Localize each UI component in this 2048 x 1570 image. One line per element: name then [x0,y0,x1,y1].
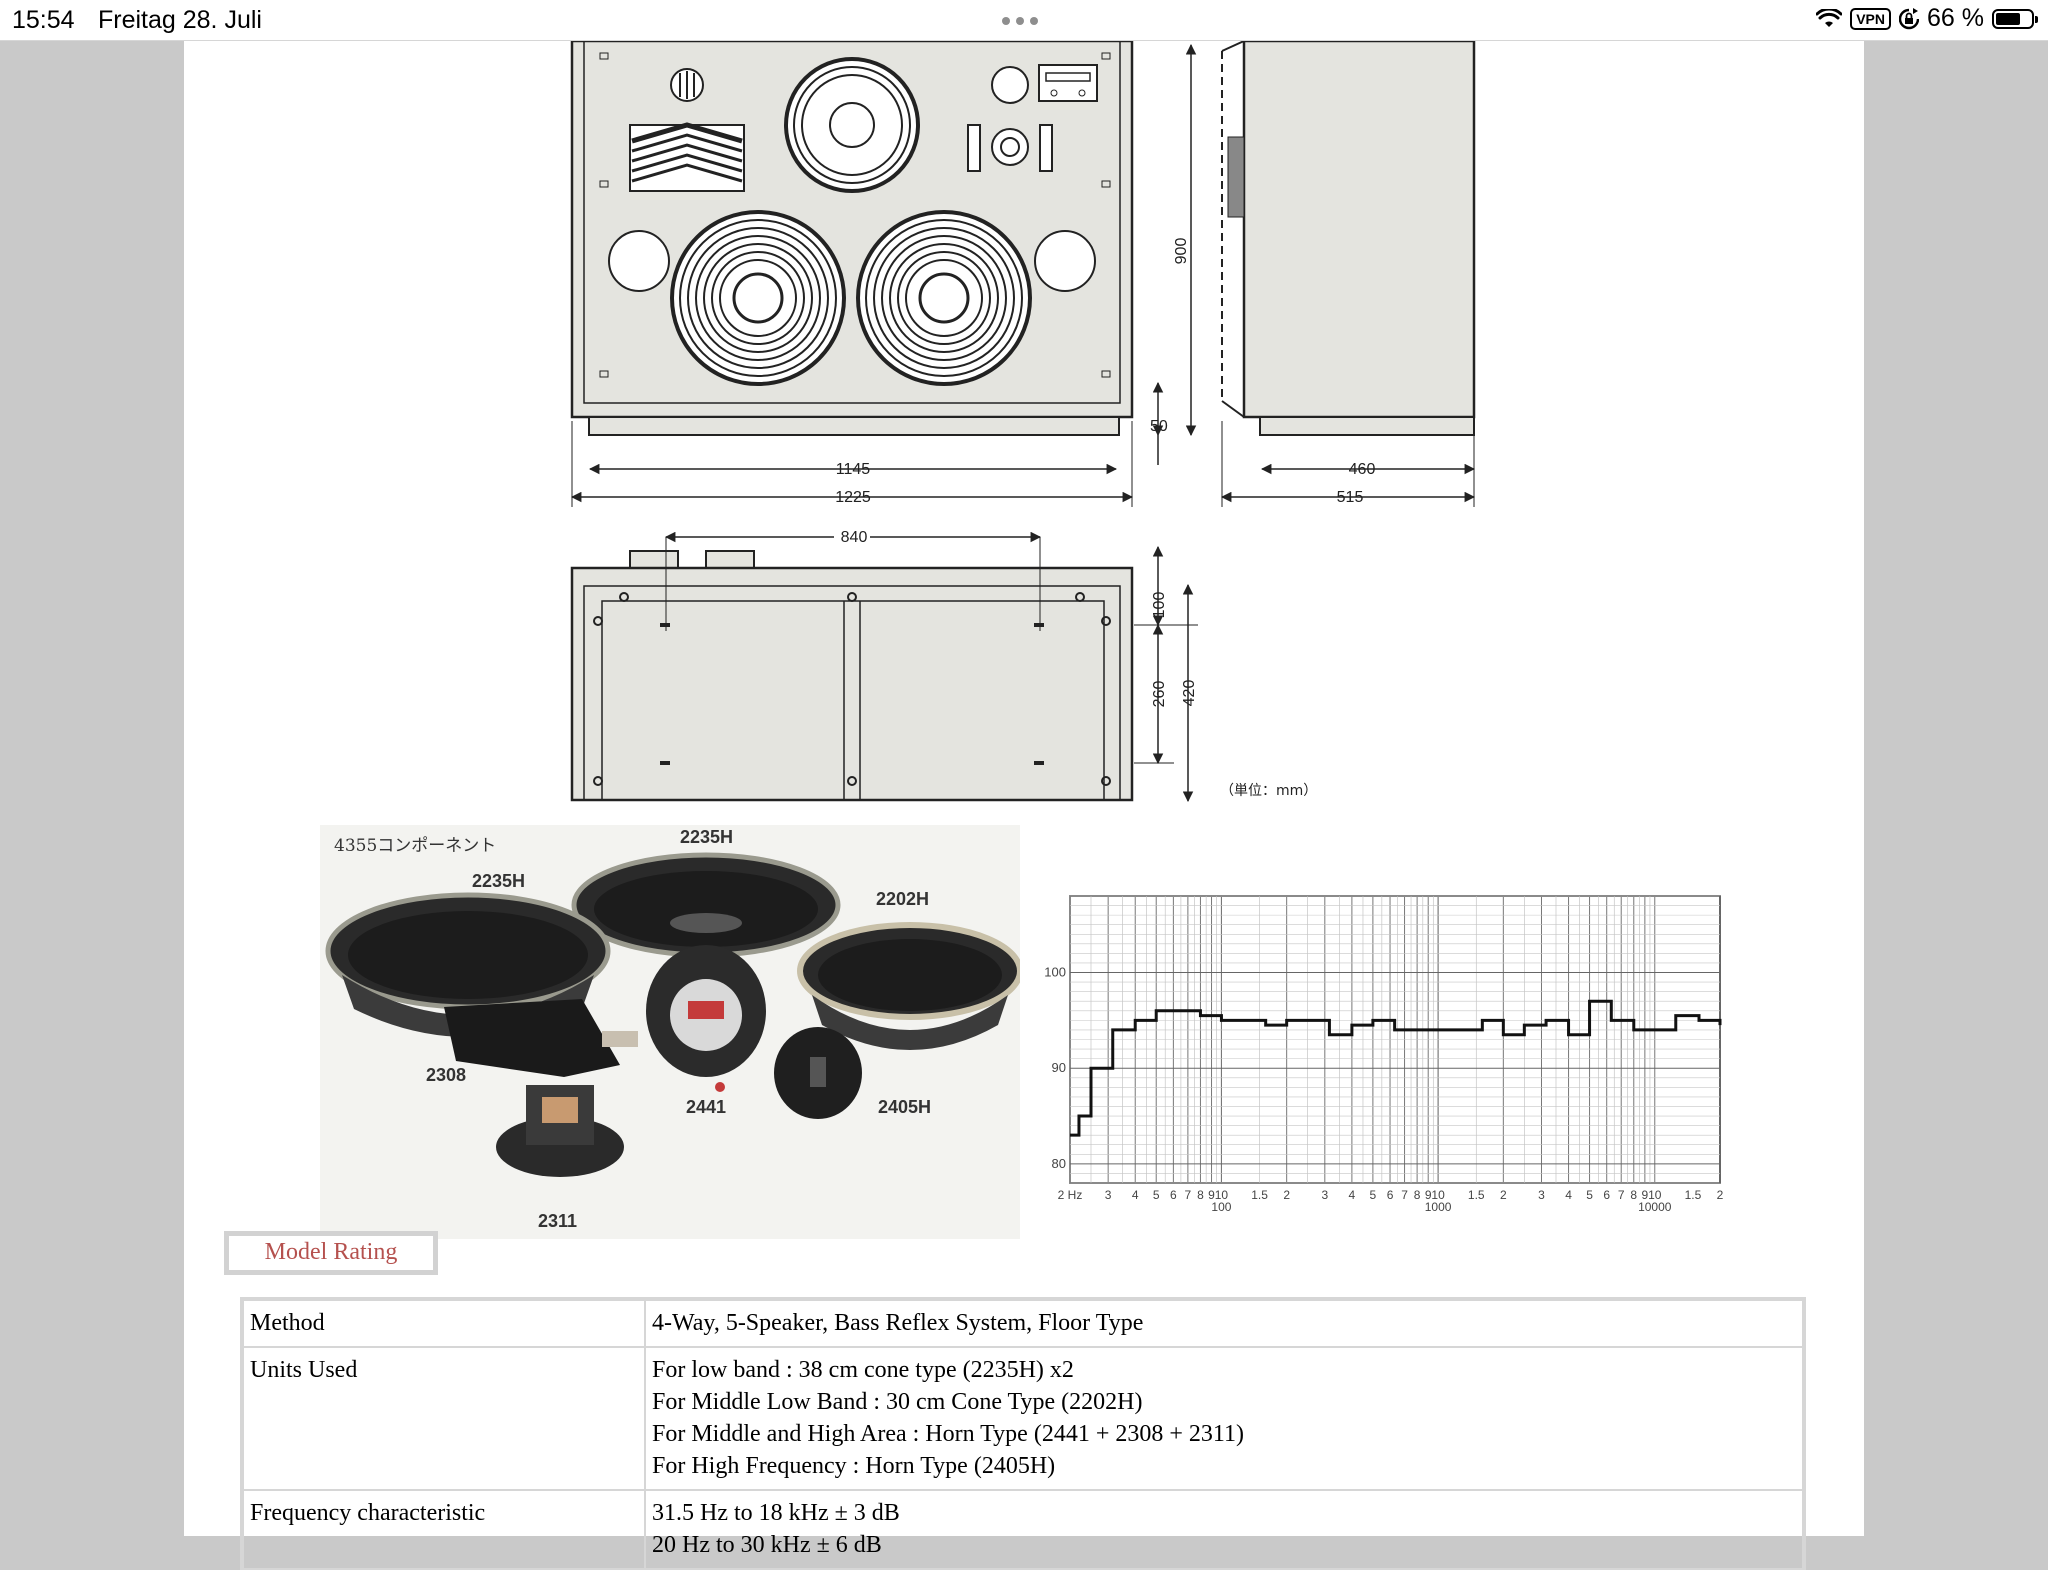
table-row: Units Used For low band : 38 cm cone typ… [242,1347,1804,1491]
units-label: Units Used [242,1347,646,1491]
x-tick-label: 5 [1586,1188,1593,1202]
dim-plinth: 50 [1150,418,1168,435]
x-tick-label: 1.5 [1685,1188,1702,1202]
x-tick-label: 9 [1208,1188,1215,1202]
units-line-low: For low band : 38 cm cone type (2235H) x… [652,1357,1074,1383]
dim-bottom-depth-total: 420 [1181,680,1198,707]
label-2202h: 2202H [876,889,929,909]
x-tick-label: 7 [1185,1188,1192,1202]
x-tick-label: 6 [1603,1188,1610,1202]
x-tick-label: 2 Hz [1058,1188,1083,1202]
components-caption: 4355コンポーネント [334,836,496,856]
y-tick-label: 90 [1052,1060,1066,1075]
x-tick-label: 3 [1538,1188,1545,1202]
units-line-midlow: For Middle Low Band : 30 cm Cone Type (2… [652,1389,1143,1415]
x-tick-label: 10 [1648,1188,1662,1202]
status-time: 15:54 [12,6,75,34]
dim-inner-width: 1145 [836,461,871,478]
freq-line-2: 20 Hz to 30 kHz ± 6 dB [652,1532,882,1558]
x-tick-label: 9 [1425,1188,1432,1202]
table-row: Method 4-Way, 5-Speaker, Bass Reflex Sys… [242,1299,1804,1348]
x-tick-label: 2 [1500,1188,1507,1202]
units-line-midhigh: For Middle and High Area : Horn Type (24… [652,1421,1244,1447]
label-2405h: 2405H [878,1097,931,1117]
x-tick-label: 6 [1387,1188,1394,1202]
method-value: 4-Way, 5-Speaker, Bass Reflex System, Fl… [645,1299,1804,1348]
components-illustration: 4355コンポーネント [325,827,1023,1231]
wifi-icon [1816,8,1843,27]
table-row: Frequency characteristic 31.5 Hz to 18 k… [242,1490,1804,1570]
unit-note: （単位：mm） [1220,783,1317,799]
status-date: Freitag 28. Juli [98,6,262,34]
spec-table: Method 4-Way, 5-Speaker, Bass Reflex Sys… [240,1297,1806,1570]
dim-outer-width: 1225 [835,489,871,506]
y-tick-label: 80 [1052,1156,1066,1171]
label-2235h-back: 2235H [680,827,733,847]
x-tick-label: 8 [1630,1188,1637,1202]
x-decade-label: 100 [1211,1200,1231,1214]
freq-value: 31.5 Hz to 18 kHz ± 3 dB 20 Hz to 30 kHz… [645,1490,1804,1570]
vpn-icon: VPN [1850,7,1892,30]
status-indicators: VPN 66 % [1816,4,2038,33]
status-bar: 15:54 Freitag 28. Juli VPN 66 % [0,0,2048,41]
freq-line-1: 31.5 Hz to 18 kHz ± 3 dB [652,1500,900,1526]
x-tick-label: 4 [1349,1188,1356,1202]
x-tick-label: 9 [1642,1188,1649,1202]
method-label: Method [242,1299,646,1348]
x-tick-label: 1.5 [1251,1188,1268,1202]
dim-bottom-depth-top: 100 [1151,592,1168,619]
units-line-high: For High Frequency : Horn Type (2405H) [652,1453,1056,1479]
chart-series-line [1070,999,1722,1137]
label-2235h-left: 2235H [472,871,525,891]
model-rating-tab[interactable]: Model Rating [224,1231,438,1275]
label-2311: 2311 [538,1211,577,1231]
x-tick-label: 5 [1370,1188,1377,1202]
label-2441: 2441 [686,1097,726,1117]
y-tick-label: 100 [1044,965,1066,980]
x-tick-label: 5 [1153,1188,1160,1202]
dim-height: 900 [1173,238,1190,265]
dim-bottom-depth-mid: 260 [1151,681,1168,708]
battery-icon [1992,8,2038,29]
x-tick-label: 3 [1321,1188,1328,1202]
x-tick-label: 4 [1565,1188,1572,1202]
dim-side-outer: 515 [1337,489,1364,506]
dim-side-inner: 460 [1349,461,1376,478]
chart-grid [1069,895,1721,1184]
page-content: 900 50 1145 1225 460 515 [184,41,1864,1570]
x-tick-label: 7 [1401,1188,1408,1202]
x-tick-label: 7 [1618,1188,1625,1202]
freq-label: Frequency characteristic [242,1490,646,1570]
multitasking-dots-icon[interactable] [1002,17,1038,25]
x-tick-label: 3 [1105,1188,1112,1202]
x-tick-label: 1.5 [1468,1188,1485,1202]
x-tick-label: 6 [1170,1188,1177,1202]
x-tick-label: 2 [1283,1188,1290,1202]
x-decade-label: 10000 [1638,1200,1672,1214]
x-tick-label: 10 [1431,1188,1445,1202]
x-tick-label: 2 [1717,1188,1724,1202]
x-decade-label: 1000 [1425,1200,1452,1214]
components-photo: 4355コンポーネント [320,825,1023,1239]
battery-percent: 66 % [1927,4,1984,32]
x-tick-label: 4 [1132,1188,1139,1202]
units-value: For low band : 38 cm cone type (2235H) x… [645,1347,1804,1491]
x-tick-label: 10 [1215,1188,1229,1202]
label-2308: 2308 [426,1065,466,1085]
x-tick-label: 8 [1414,1188,1421,1202]
x-tick-label: 8 [1197,1188,1204,1202]
dim-bottom-spacing: 840 [841,529,868,546]
speaker-dimension-drawing: 900 50 1145 1225 460 515 [570,41,1476,803]
rotation-lock-icon [1899,7,1920,29]
